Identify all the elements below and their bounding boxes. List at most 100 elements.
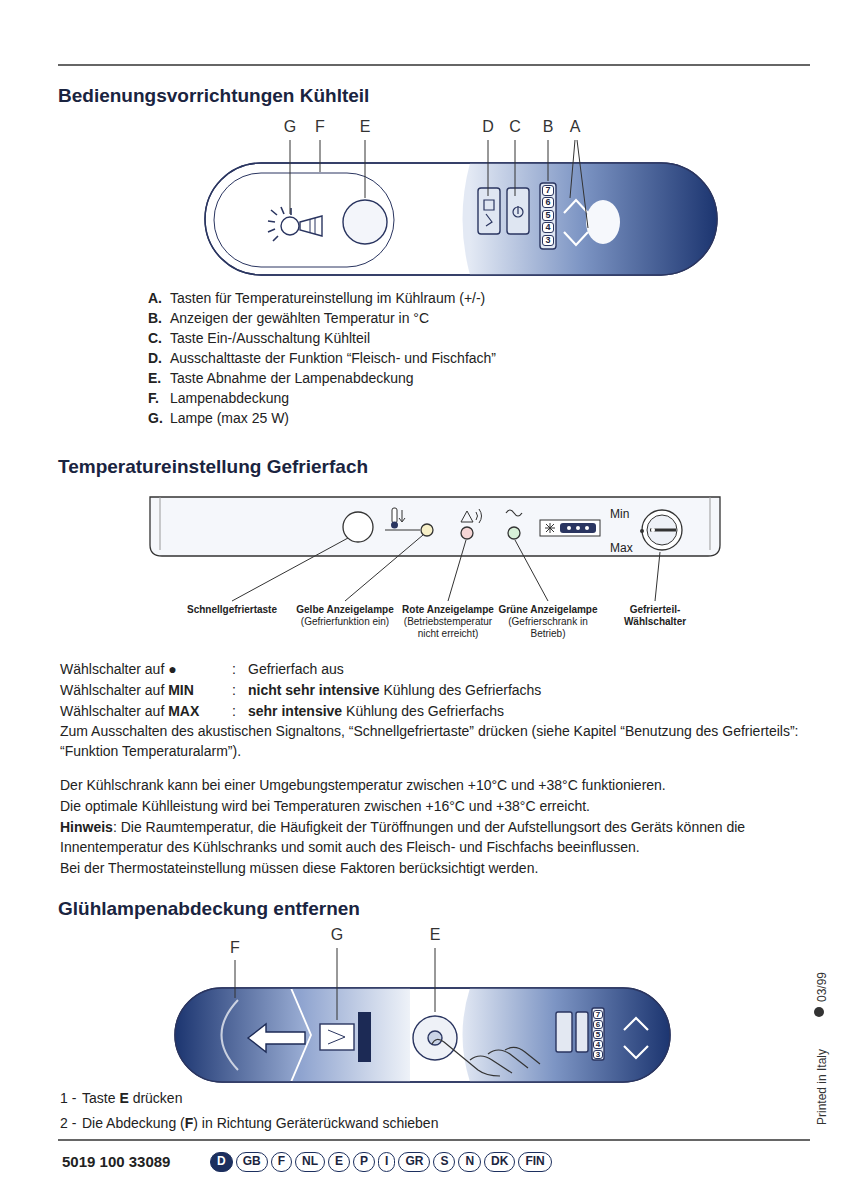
freezer-control-panel-part xyxy=(385,530,420,531)
print-date-group: 03/99 xyxy=(812,972,832,1002)
part-label-group: Gefrierteil-Wählschalter xyxy=(615,604,695,628)
fridge-control-panel-part xyxy=(586,200,620,244)
list-letter: B. xyxy=(148,310,162,326)
callout-letter: B xyxy=(543,118,554,135)
freezer-control-panel-part xyxy=(421,524,433,536)
callout-letter: E xyxy=(360,118,371,135)
part-label: (Betriebstemperatur nicht erreicht) xyxy=(393,616,503,640)
language-badge: NL xyxy=(295,1152,325,1172)
part-label-group: Gelbe Anzeigelampe(Gefrierfunktion ein) xyxy=(285,604,405,628)
note-text: Zum Ausschalten des akustischen Signalto… xyxy=(60,723,799,759)
setting-text-group: Wählschalter auf ● xyxy=(60,659,177,679)
indicator-number: 5 xyxy=(543,211,553,220)
freezer-leaders xyxy=(232,535,660,601)
freezer-control-panel-part xyxy=(461,509,482,523)
lamp-cover-removal-figure-part xyxy=(222,1000,239,1070)
callout-letter-group: A xyxy=(565,117,585,137)
freezer-control-panel-part xyxy=(640,529,644,533)
setting-text: Kühlung des Gefrierfachs xyxy=(346,703,504,719)
indicator-number: 5 xyxy=(594,1031,602,1038)
language-code: F xyxy=(272,1153,291,1170)
temperature-indicator: 6 xyxy=(593,1020,603,1029)
callout-letter: C xyxy=(509,118,521,135)
language-badge: FIN xyxy=(518,1152,551,1172)
list-text: Tasten für Temperatureinstellung im Kühl… xyxy=(170,290,485,306)
language-badge: DK xyxy=(484,1152,515,1172)
step-text: E xyxy=(119,1090,128,1106)
fridge-control-panel-part xyxy=(281,217,299,235)
note-text: Bei der Thermostateinstellung müssen die… xyxy=(60,860,538,876)
fridge-control-panel-part xyxy=(214,173,394,267)
note-text-group: Bei der Thermostateinstellung müssen die… xyxy=(60,858,538,878)
fridge-control-panel-part xyxy=(478,188,500,234)
freezer-control-panel-part xyxy=(651,528,655,532)
dial-label-group: Min xyxy=(610,504,629,524)
dial-label: Min xyxy=(610,507,629,521)
indicator-number: 4 xyxy=(543,223,553,232)
list-letter-group: E. xyxy=(148,368,161,388)
list-text-group: Lampenabdeckung xyxy=(170,388,289,408)
setting-text: MAX xyxy=(168,703,199,719)
setting-text-group: nicht sehr intensiveKühlung des Gefrierf… xyxy=(248,680,541,700)
figure-leaders xyxy=(235,948,435,1020)
note-text: Hinweis xyxy=(60,819,113,835)
language-badge: I xyxy=(378,1152,395,1172)
lamp-cover-removal-figure-part xyxy=(428,1031,442,1045)
setting-text: sehr intensive xyxy=(248,703,342,719)
setting-text: Wählschalter auf ● xyxy=(60,661,177,677)
print-note: Printed in Italy xyxy=(815,1049,829,1125)
section-heading: Temperatureinstellung Gefrierfach xyxy=(58,456,368,477)
language-code: GB xyxy=(237,1153,267,1170)
setting-text: Wählschalter auf xyxy=(60,703,164,719)
freezer-control-panel-part xyxy=(508,527,520,539)
fridge-control-panel xyxy=(205,163,720,275)
print-logo xyxy=(814,1007,824,1017)
language-code: D xyxy=(211,1153,232,1170)
list-letter: C. xyxy=(148,330,162,346)
dial-label-group: Max xyxy=(610,538,633,558)
list-letter: E. xyxy=(148,370,161,386)
callout-letter-group: G xyxy=(327,925,347,945)
lamp-cover-removal-figure-part xyxy=(248,1024,305,1052)
list-text-group: Taste Ein-/Ausschaltung Kühlteil xyxy=(170,328,370,348)
part-label-group: Grüne Anzeigelampe(Gefrierschrank in Bet… xyxy=(493,604,603,640)
section-heading: Bedienungsvorrichtungen Kühlteil xyxy=(58,84,369,108)
list-letter: A. xyxy=(148,290,162,306)
indicator-number: 4 xyxy=(594,1041,602,1048)
indicator-number: 3 xyxy=(543,236,553,245)
callout-letter: E xyxy=(430,926,441,943)
fridge-control-panel-part xyxy=(463,163,718,275)
callout-letter-group: F xyxy=(225,938,245,958)
part-label: (Gefrierfunktion ein) xyxy=(285,616,405,628)
fridge-control-panel-part xyxy=(343,200,387,244)
temperature-indicator: 4 xyxy=(593,1040,603,1049)
callout-leaders-part xyxy=(290,140,588,228)
language-code: NL xyxy=(296,1153,324,1170)
setting-text-group: Wählschalter aufMIN xyxy=(60,680,194,700)
list-text: Lampenabdeckung xyxy=(170,390,289,406)
print-logo-part xyxy=(814,1007,824,1017)
fridge-control-panel-part xyxy=(507,188,529,234)
language-code: DK xyxy=(485,1153,514,1170)
list-text: Lampe (max 25 W) xyxy=(170,410,289,426)
note-text: : Die Raumtemperatur, die Häufigkeit der… xyxy=(60,819,745,855)
language-code: S xyxy=(434,1153,454,1170)
freezer-control-panel-part xyxy=(650,529,676,532)
setting-text-group: Wählschalter aufMAX xyxy=(60,701,199,721)
part-label: (Gefrierschrank in Betrieb) xyxy=(493,616,603,640)
setting-text: : xyxy=(232,661,236,677)
lamp-cover-removal-figure xyxy=(170,988,675,1082)
setting-text: nicht sehr intensive xyxy=(248,682,379,698)
setting-text: Gefrierfach aus xyxy=(248,661,344,677)
rule-lines xyxy=(58,65,810,1140)
callout-letter: G xyxy=(284,118,296,135)
callout-letter-group: B xyxy=(538,117,558,137)
rule-lines-part xyxy=(58,1139,810,1141)
list-text: Ausschalttaste der Funktion “Fleisch- un… xyxy=(170,350,496,366)
setting-text: MIN xyxy=(168,682,194,698)
lamp-cover-removal-figure-part xyxy=(175,988,670,1082)
dial-label: Max xyxy=(610,541,633,555)
indicator-number: 3 xyxy=(594,1051,602,1058)
indicator-number: 6 xyxy=(543,198,553,207)
temperature-indicator: 7 xyxy=(542,185,554,196)
